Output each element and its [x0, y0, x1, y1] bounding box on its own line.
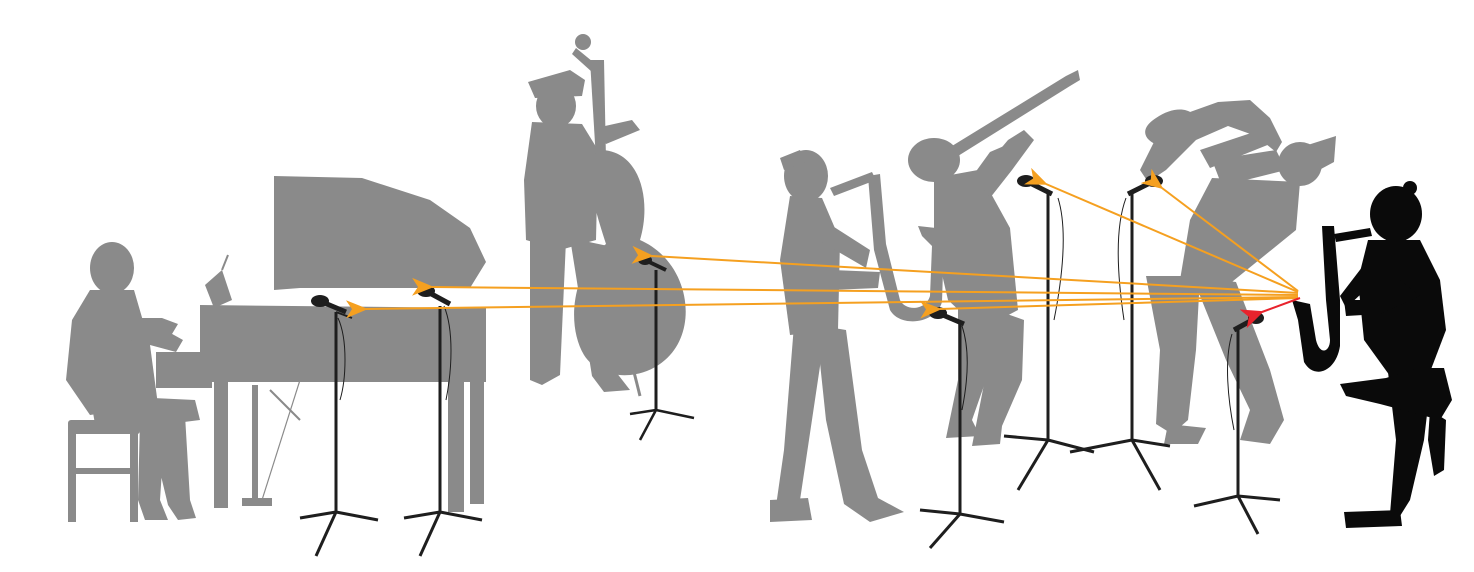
arrow-to-mic-bari: [1140, 168, 1299, 292]
arrow-to-mic-alto: [919, 297, 1299, 319]
bassist-silhouette: [524, 34, 686, 397]
pianist-silhouette: [66, 242, 200, 522]
arrow-to-mic-bass: [631, 245, 1299, 294]
arrow-to-mic-clarinet: [1024, 167, 1299, 293]
tenor-sax-player-silhouette: [1292, 181, 1452, 528]
arrow-to-mic-piano-1: [345, 296, 1299, 319]
arrow-to-mic-tenor: [1239, 297, 1301, 329]
bleed-arrows: [345, 167, 1301, 329]
arrow-to-mic-piano-2: [411, 277, 1299, 296]
alto-sax-player-silhouette: [770, 150, 944, 522]
mic-stand-piano-1: [299, 295, 379, 557]
grand-piano-silhouette: [156, 176, 486, 512]
